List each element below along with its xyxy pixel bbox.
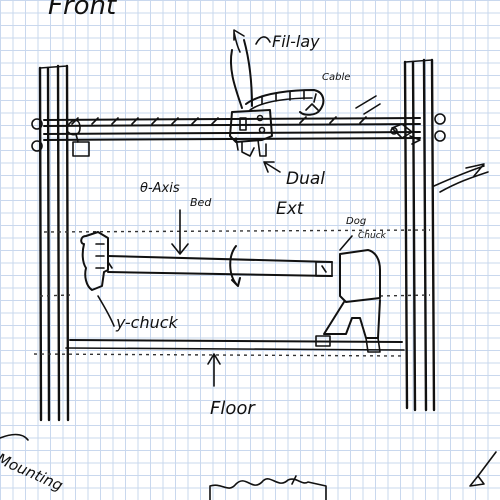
mounting-label: Mounting xyxy=(0,450,66,495)
dog-chuck-label-line1: Dog xyxy=(346,216,366,227)
bottom-right-fragment xyxy=(469,451,497,487)
cable-motion-marks xyxy=(355,95,381,115)
filament-arrow xyxy=(233,29,245,53)
mounting-stroke xyxy=(0,433,29,441)
floor-arrow xyxy=(207,353,221,387)
theta-axis-shaft xyxy=(107,245,333,287)
filament-label-bracket xyxy=(255,36,271,45)
cable-label: Cable xyxy=(322,72,350,83)
floor-surface xyxy=(33,339,405,357)
dog-chuck-arrow xyxy=(339,235,353,251)
title-fragment: Front xyxy=(48,0,117,21)
filament-label: Fil-lay xyxy=(272,32,320,51)
filament-lines xyxy=(230,39,253,109)
upper-dashed-line xyxy=(43,229,431,233)
dog-chuck-label-line2: Chuck xyxy=(358,231,387,241)
y-chuck-bracket xyxy=(97,295,115,327)
bottom-wave-sketch xyxy=(209,475,327,500)
dual-ext-arrow xyxy=(263,161,281,173)
theta-axis-arrow xyxy=(171,209,189,255)
theta-axis-label-line1: θ-Axis xyxy=(140,181,180,196)
right-frame-post xyxy=(403,58,436,412)
dual-ext-label-line2: Ext xyxy=(276,199,305,219)
theta-axis-label-line2: Bed xyxy=(190,196,212,209)
floor-label: Floor xyxy=(210,398,256,419)
dog-chuck xyxy=(315,249,381,353)
y-chuck-label: y-chuck xyxy=(115,313,179,332)
right-pulley-cluster xyxy=(390,113,446,145)
right-motion-strokes xyxy=(433,163,489,193)
cable-chain xyxy=(245,89,325,116)
dual-ext-label-line1: Dual xyxy=(286,169,325,189)
dual-extruder-carriage xyxy=(229,109,273,157)
left-pulley-cluster xyxy=(31,118,90,157)
mid-dashed-line xyxy=(39,294,431,297)
y-chuck xyxy=(80,231,109,291)
